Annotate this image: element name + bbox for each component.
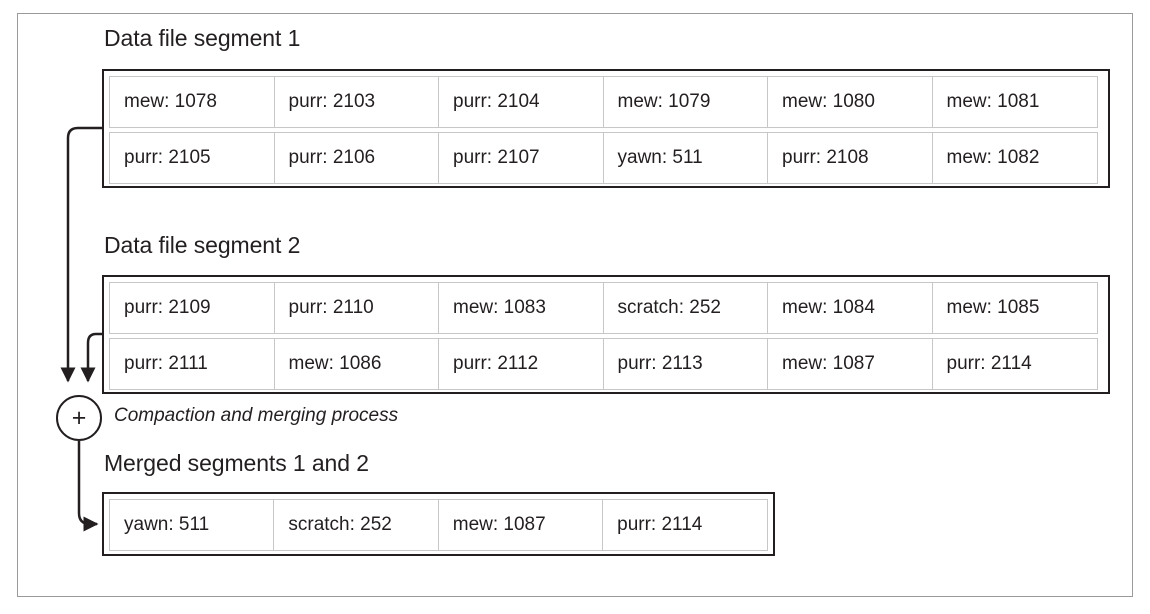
segment2-cell: mew: 1084 xyxy=(767,282,933,334)
merged-cell: mew: 1087 xyxy=(437,499,604,551)
segment1-cell: mew: 1078 xyxy=(109,76,275,128)
segment1-box: mew: 1078 purr: 2103 purr: 2104 mew: 107… xyxy=(102,69,1110,188)
segment2-cell: purr: 2109 xyxy=(109,282,275,334)
segment1-row-2: purr: 2105 purr: 2106 purr: 2107 yawn: 5… xyxy=(109,132,1103,184)
segment1-heading: Data file segment 1 xyxy=(104,25,301,51)
segment2-cell: purr: 2111 xyxy=(109,338,275,390)
segment1-cell: mew: 1079 xyxy=(602,76,769,128)
segment1-cell: purr: 2104 xyxy=(438,76,604,128)
segment1-cell: mew: 1080 xyxy=(767,76,933,128)
merged-box: yawn: 511 scratch: 252 mew: 1087 purr: 2… xyxy=(102,492,775,556)
segment2-cell: purr: 2110 xyxy=(273,282,440,334)
merged-row-1: yawn: 511 scratch: 252 mew: 1087 purr: 2… xyxy=(109,499,768,551)
segment2-cell: purr: 2114 xyxy=(931,338,1098,390)
segment1-cell: purr: 2103 xyxy=(273,76,440,128)
segment2-cell: mew: 1085 xyxy=(931,282,1098,334)
segment2-cell: mew: 1086 xyxy=(273,338,440,390)
segment1-row-1: mew: 1078 purr: 2103 purr: 2104 mew: 107… xyxy=(109,76,1103,128)
segment1-cell: yawn: 511 xyxy=(602,132,769,184)
segment2-box: purr: 2109 purr: 2110 mew: 1083 scratch:… xyxy=(102,275,1110,394)
compaction-process-label: Compaction and merging process xyxy=(114,405,399,426)
segment2-row-1: purr: 2109 purr: 2110 mew: 1083 scratch:… xyxy=(109,282,1103,334)
merged-cell: scratch: 252 xyxy=(273,499,440,551)
merge-plus-node: + xyxy=(56,395,102,441)
segment1-cell: purr: 2105 xyxy=(109,132,275,184)
segment1-cell: mew: 1082 xyxy=(931,132,1098,184)
segment2-cell: scratch: 252 xyxy=(602,282,769,334)
segment1-cell: purr: 2108 xyxy=(767,132,933,184)
segment2-cell: purr: 2112 xyxy=(438,338,604,390)
segment1-cell: mew: 1081 xyxy=(931,76,1098,128)
segment1-cell: purr: 2106 xyxy=(273,132,440,184)
segment2-heading: Data file segment 2 xyxy=(104,232,301,258)
segment2-cell: mew: 1083 xyxy=(438,282,604,334)
segment2-cell: mew: 1087 xyxy=(767,338,933,390)
merged-cell: purr: 2114 xyxy=(602,499,768,551)
segment1-cell: purr: 2107 xyxy=(438,132,604,184)
merged-cell: yawn: 511 xyxy=(109,499,275,551)
merged-heading: Merged segments 1 and 2 xyxy=(104,450,369,476)
segment2-row-2: purr: 2111 mew: 1086 purr: 2112 purr: 21… xyxy=(109,338,1103,390)
segment2-cell: purr: 2113 xyxy=(602,338,769,390)
